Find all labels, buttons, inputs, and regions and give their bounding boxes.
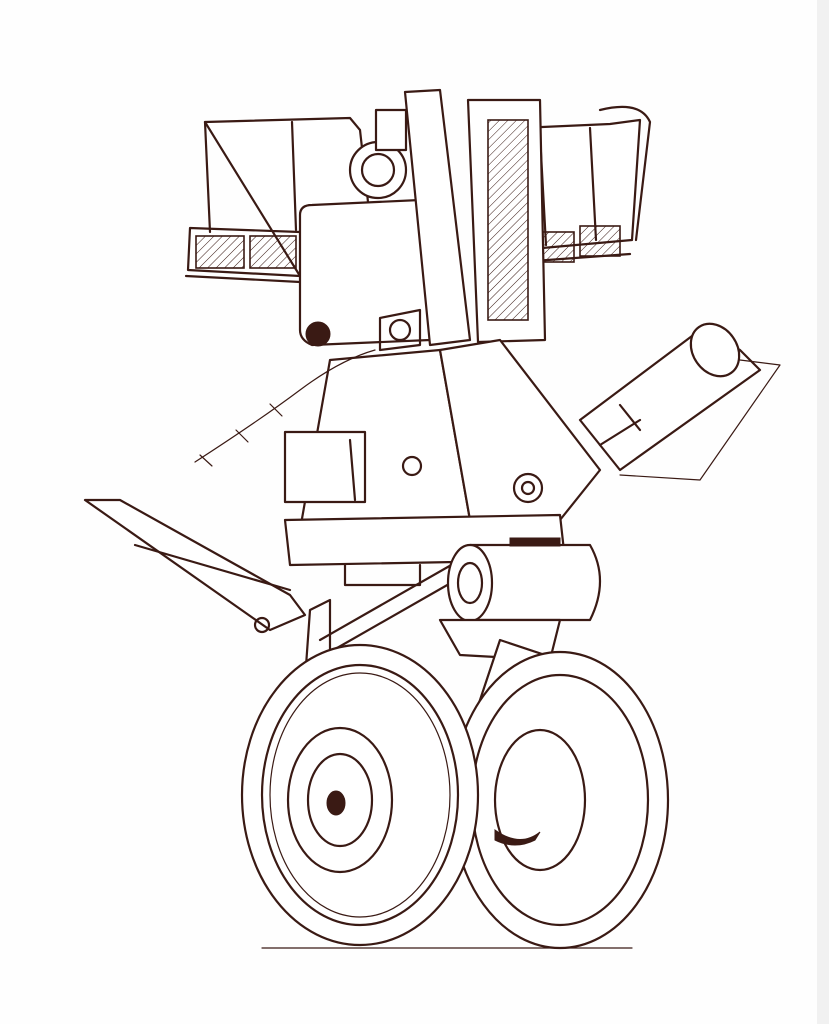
cable-harness <box>194 349 376 467</box>
drag-brace <box>318 556 472 654</box>
page-edge <box>817 0 829 1024</box>
rear-wheel <box>450 650 670 950</box>
torque-link <box>83 498 332 682</box>
side-actuator <box>578 322 781 481</box>
steering-motor <box>438 537 602 662</box>
mounting-bay <box>184 105 652 284</box>
front-wheel <box>240 643 480 947</box>
strut-housing <box>298 88 547 352</box>
